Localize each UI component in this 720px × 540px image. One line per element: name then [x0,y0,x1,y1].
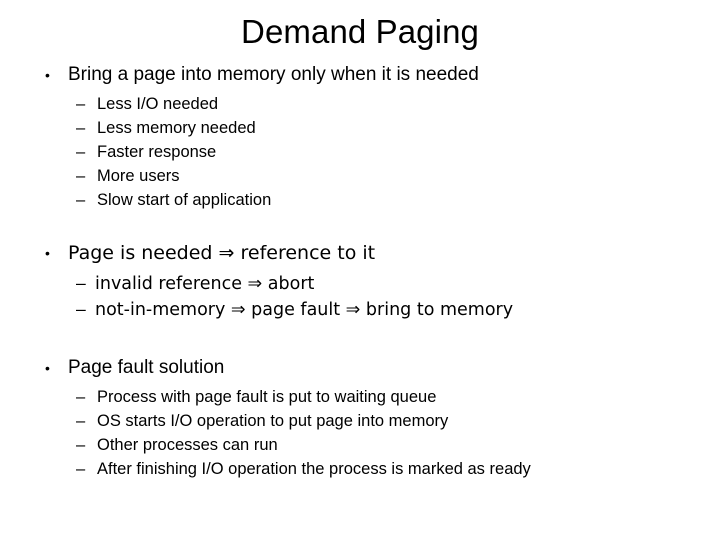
sub-bullet-item: – After finishing I/O operation the proc… [0,457,720,481]
sub-bullet-text: not-in-memory ⇒ page fault ⇒ bring to me… [95,300,514,320]
dash-icon: – [76,299,86,319]
slide-body: • Bring a page into memory only when it … [0,62,720,481]
dash-icon: – [76,460,86,478]
sub-bullet-text: Slow start of application [97,191,272,209]
sub-bullet-item: – invalid reference ⇒ abort [0,271,720,297]
dash-icon: – [76,191,86,209]
bullet-heading-text: Page fault solution [68,357,225,378]
dash-icon: – [76,119,86,137]
bullet-group-page-reference: • Page is needed ⇒ reference to it – inv… [0,240,720,323]
bullet-dot-icon: • [45,245,50,261]
spacer [0,323,720,355]
sub-bullet-item: – More users [0,164,720,188]
sub-bullet-item: – Faster response [0,140,720,164]
sub-bullet-item: – Other processes can run [0,433,720,457]
sub-bullet-text: After finishing I/O operation the proces… [97,460,531,478]
dash-icon: – [76,95,86,113]
spacer [0,212,720,240]
dash-icon: – [76,167,86,185]
sub-bullet-item: – Process with page fault is put to wait… [0,385,720,409]
bullet-group-page-fault-solution: • Page fault solution – Process with pag… [0,355,720,481]
dash-icon: – [76,388,86,406]
bullet-dot-icon: • [45,67,50,83]
sub-bullet-text: Other processes can run [97,436,278,454]
bullet-heading: • Page fault solution [0,355,720,381]
sub-bullet-text: Faster response [97,143,217,161]
sub-bullet-text: Less I/O needed [97,95,219,113]
bullet-heading: • Page is needed ⇒ reference to it [0,240,720,267]
bullet-group-demand-paging-benefits: • Bring a page into memory only when it … [0,62,720,212]
bullet-heading-text: Bring a page into memory only when it is… [68,64,479,85]
sub-bullet-text: Less memory needed [97,119,256,137]
bullet-heading-text: Page is needed ⇒ reference to it [68,242,376,264]
sub-bullet-item: – Less memory needed [0,116,720,140]
page-title: Demand Paging [241,13,479,50]
dash-icon: – [76,143,86,161]
bullet-dot-icon: • [45,360,50,376]
dash-icon: – [76,436,86,454]
sub-bullet-text: OS starts I/O operation to put page into… [97,412,449,430]
bullet-heading: • Bring a page into memory only when it … [0,62,720,88]
sub-bullet-text: invalid reference ⇒ abort [95,274,315,294]
dash-icon: – [76,273,86,293]
sub-bullet-item: – not-in-memory ⇒ page fault ⇒ bring to … [0,297,720,323]
sub-bullet-item: – Slow start of application [0,188,720,212]
sub-bullet-item: – OS starts I/O operation to put page in… [0,409,720,433]
sub-bullet-text: More users [97,167,180,185]
sub-bullet-text: Process with page fault is put to waitin… [97,388,437,406]
sub-bullet-item: – Less I/O needed [0,92,720,116]
dash-icon: – [76,412,86,430]
